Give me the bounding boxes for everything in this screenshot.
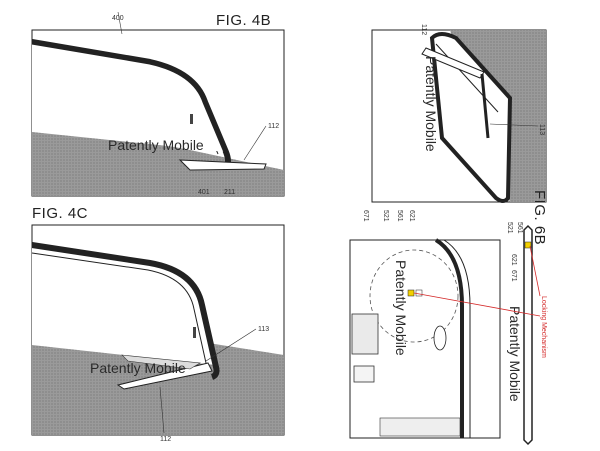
figure-4c: FIG. 4C 113 112 Patently Mobile xyxy=(30,205,286,445)
ref-112: 112 xyxy=(160,436,171,443)
callout-line xyxy=(529,245,541,297)
speaker-grille xyxy=(351,313,379,355)
callout-line xyxy=(413,292,541,317)
ref-label-left-2: 561 xyxy=(396,210,403,222)
watermark: Patently Mobile xyxy=(423,56,439,152)
device-side-view xyxy=(523,224,533,446)
ref-112: 112 xyxy=(420,24,427,35)
ref-211: 211 xyxy=(224,189,235,196)
figure-label: FIG. 6B xyxy=(531,190,548,246)
table-surface xyxy=(32,120,284,196)
ref-113: 113 xyxy=(258,326,269,333)
ref-label-right-3: 671 xyxy=(510,270,517,282)
ref-400: 400 xyxy=(112,15,124,22)
figure-6b: 671 521 561 621 Patently Mobile 521 561 … xyxy=(344,190,600,446)
stylus xyxy=(121,354,201,370)
lock-part xyxy=(524,241,532,249)
watermark: Patently Mobile xyxy=(507,306,523,402)
ref-label-left-3: 621 xyxy=(408,210,415,222)
figure-label: FIG. 4B xyxy=(216,12,272,29)
figure-4b: 400 112 401 211 Patently Mobile FIG. 4B xyxy=(30,11,286,200)
device-body xyxy=(32,42,226,152)
ref-113: 113 xyxy=(538,124,545,135)
watermark: Patently Mobile xyxy=(393,260,409,356)
callout-locking-mechanism: Locking Mechanism xyxy=(540,296,547,358)
device-body xyxy=(429,32,513,203)
ref-112: 112 xyxy=(268,123,279,130)
device-edge xyxy=(434,238,464,438)
device-body xyxy=(32,245,215,365)
stylus-stand xyxy=(116,362,213,390)
ref-label-right-2: 621 xyxy=(510,254,517,266)
figure-4b-drawing: 400 112 401 211 Patently Mobile xyxy=(31,11,285,197)
ref-label-right-0: 521 xyxy=(506,222,513,234)
figure-label: FIG. 4C xyxy=(32,205,89,222)
device-outline xyxy=(31,39,229,153)
side-button xyxy=(193,327,196,338)
ref-label-left-1: 521 xyxy=(382,210,389,222)
figure-6a-drawing: 112 113 Patently Mobile xyxy=(371,24,547,203)
ref-label-right-1: 561 xyxy=(516,222,523,234)
latch xyxy=(433,325,447,351)
ref-401: 401 xyxy=(198,189,210,196)
side-button xyxy=(190,114,193,124)
watermark: Patently Mobile xyxy=(108,137,204,153)
device-inner-edge xyxy=(31,252,207,364)
figure-6b-drawing: 671 521 561 621 Patently Mobile 521 561 … xyxy=(349,210,547,446)
stylus xyxy=(480,73,490,139)
device-edge xyxy=(31,242,220,380)
figure-6a-top: 112 113 Patently Mobile xyxy=(370,8,548,204)
figure-4c-drawing: 113 112 Patently Mobile xyxy=(31,224,285,443)
stylus-stand xyxy=(421,47,485,79)
stylus-stand xyxy=(178,159,267,171)
watermark: Patently Mobile xyxy=(90,360,186,376)
ref-label-left-0: 671 xyxy=(362,210,369,222)
detail-circle xyxy=(369,249,459,343)
